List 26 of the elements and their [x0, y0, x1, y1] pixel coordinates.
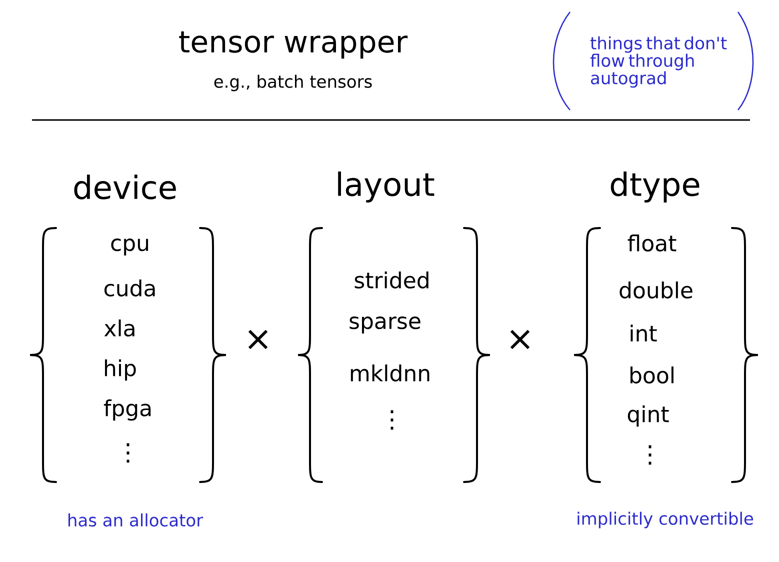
column-heading: layout [338, 172, 434, 202]
ellipsis: ⋮ [390, 410, 394, 430]
note-text: things that don't flow through autograd [590, 36, 727, 88]
times-sign: × [248, 330, 268, 350]
annotation: has an allocator [68, 513, 204, 527]
list-item: cuda [104, 279, 155, 296]
times-sign: × [510, 330, 530, 350]
title: tensor wrapper [179, 31, 408, 59]
column-heading: dtype [610, 172, 700, 202]
list-item: mkldnn [350, 364, 430, 382]
list-item: sparse [350, 316, 420, 334]
column-heading: device [74, 174, 176, 200]
list-item: float [628, 234, 676, 252]
list-item: double [620, 281, 692, 298]
list-item: bool [630, 366, 674, 384]
ellipsis: ⋮ [648, 445, 652, 465]
list-item: cpu [111, 238, 148, 256]
subtitle: e.g., batch tensors [214, 74, 372, 92]
ellipsis: ⋮ [126, 443, 130, 463]
list-item: qint [628, 405, 669, 427]
list-item: xla [104, 319, 134, 336]
list-item: int [630, 324, 657, 342]
list-item: hip [105, 359, 136, 381]
list-item: strided [354, 271, 428, 288]
list-item: fpga [104, 399, 151, 421]
annotation: implicitly convertible [578, 512, 754, 528]
